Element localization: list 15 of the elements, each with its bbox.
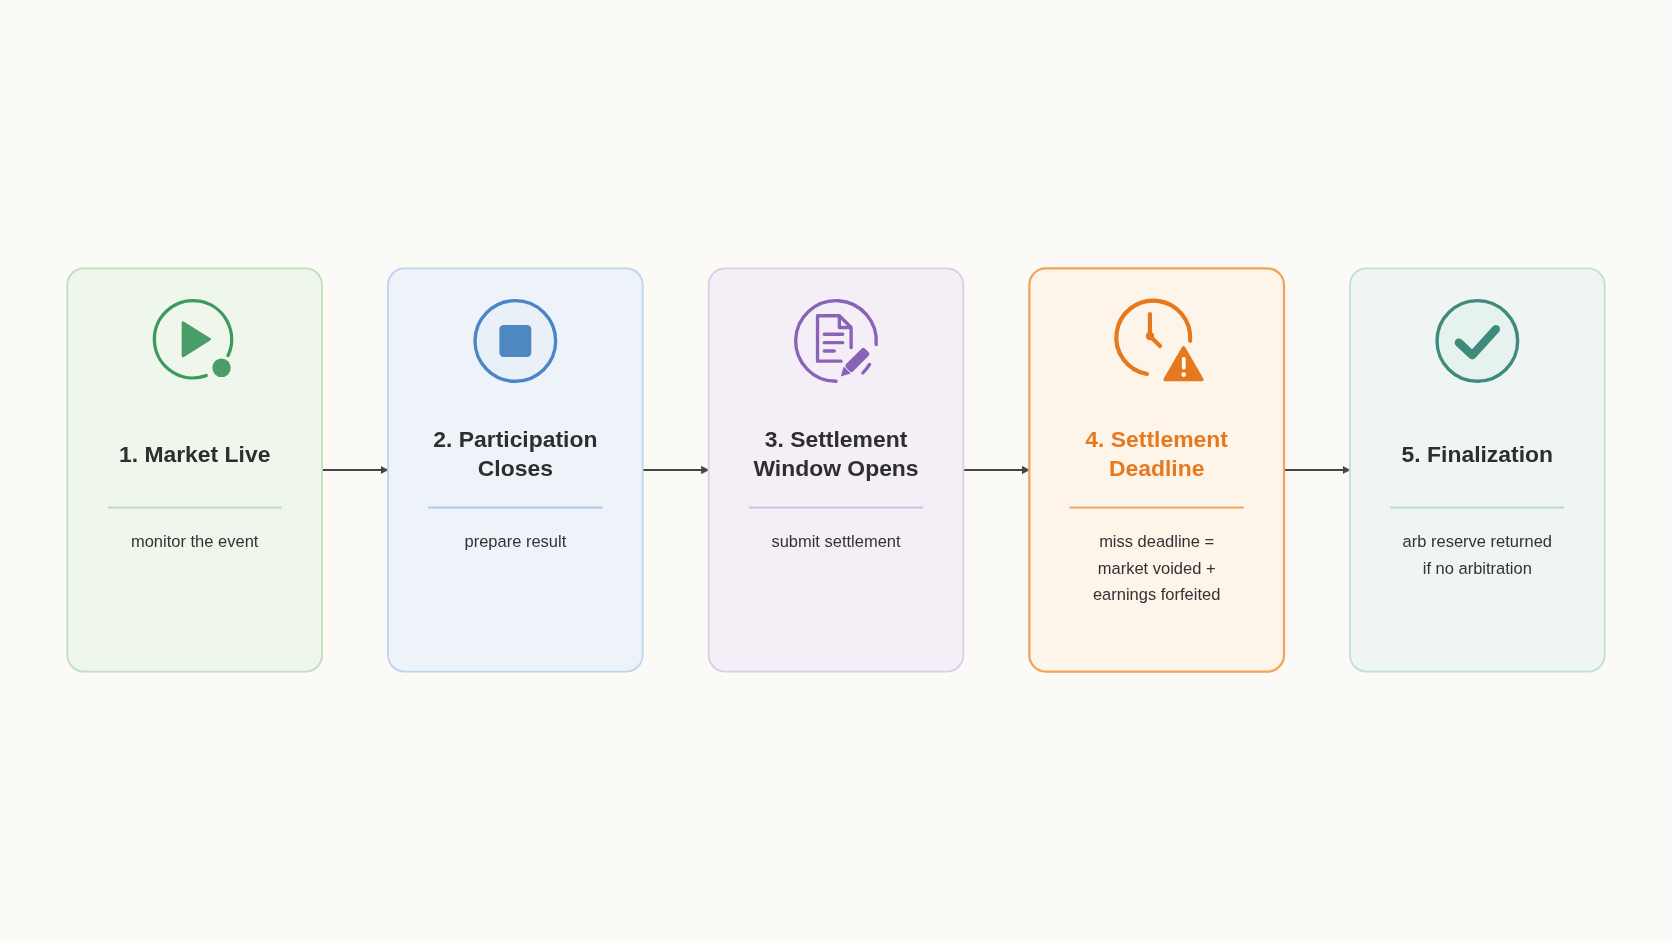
step-title: 1. Market Live bbox=[118, 439, 271, 469]
step-description: arb reserve returned if no arbitration bbox=[1401, 531, 1554, 579]
step-description: miss deadline = market voided + earnings forfeited bbox=[1091, 531, 1222, 606]
node-box bbox=[1028, 267, 1286, 673]
step-description: prepare result bbox=[464, 531, 567, 553]
step-title: 3. Settlement Window Opens bbox=[752, 424, 920, 483]
node-box bbox=[387, 267, 644, 673]
step-title: 4. Settlement Deadline bbox=[1084, 424, 1229, 483]
step-description: monitor the event bbox=[130, 531, 259, 553]
step-title: 5. Finalization bbox=[1401, 439, 1554, 469]
node-box bbox=[66, 267, 323, 673]
step-description: submit settlement bbox=[771, 531, 901, 553]
node-box bbox=[1349, 267, 1606, 673]
step-title: 2. Participation Closes bbox=[432, 424, 599, 483]
node-box bbox=[707, 267, 965, 673]
